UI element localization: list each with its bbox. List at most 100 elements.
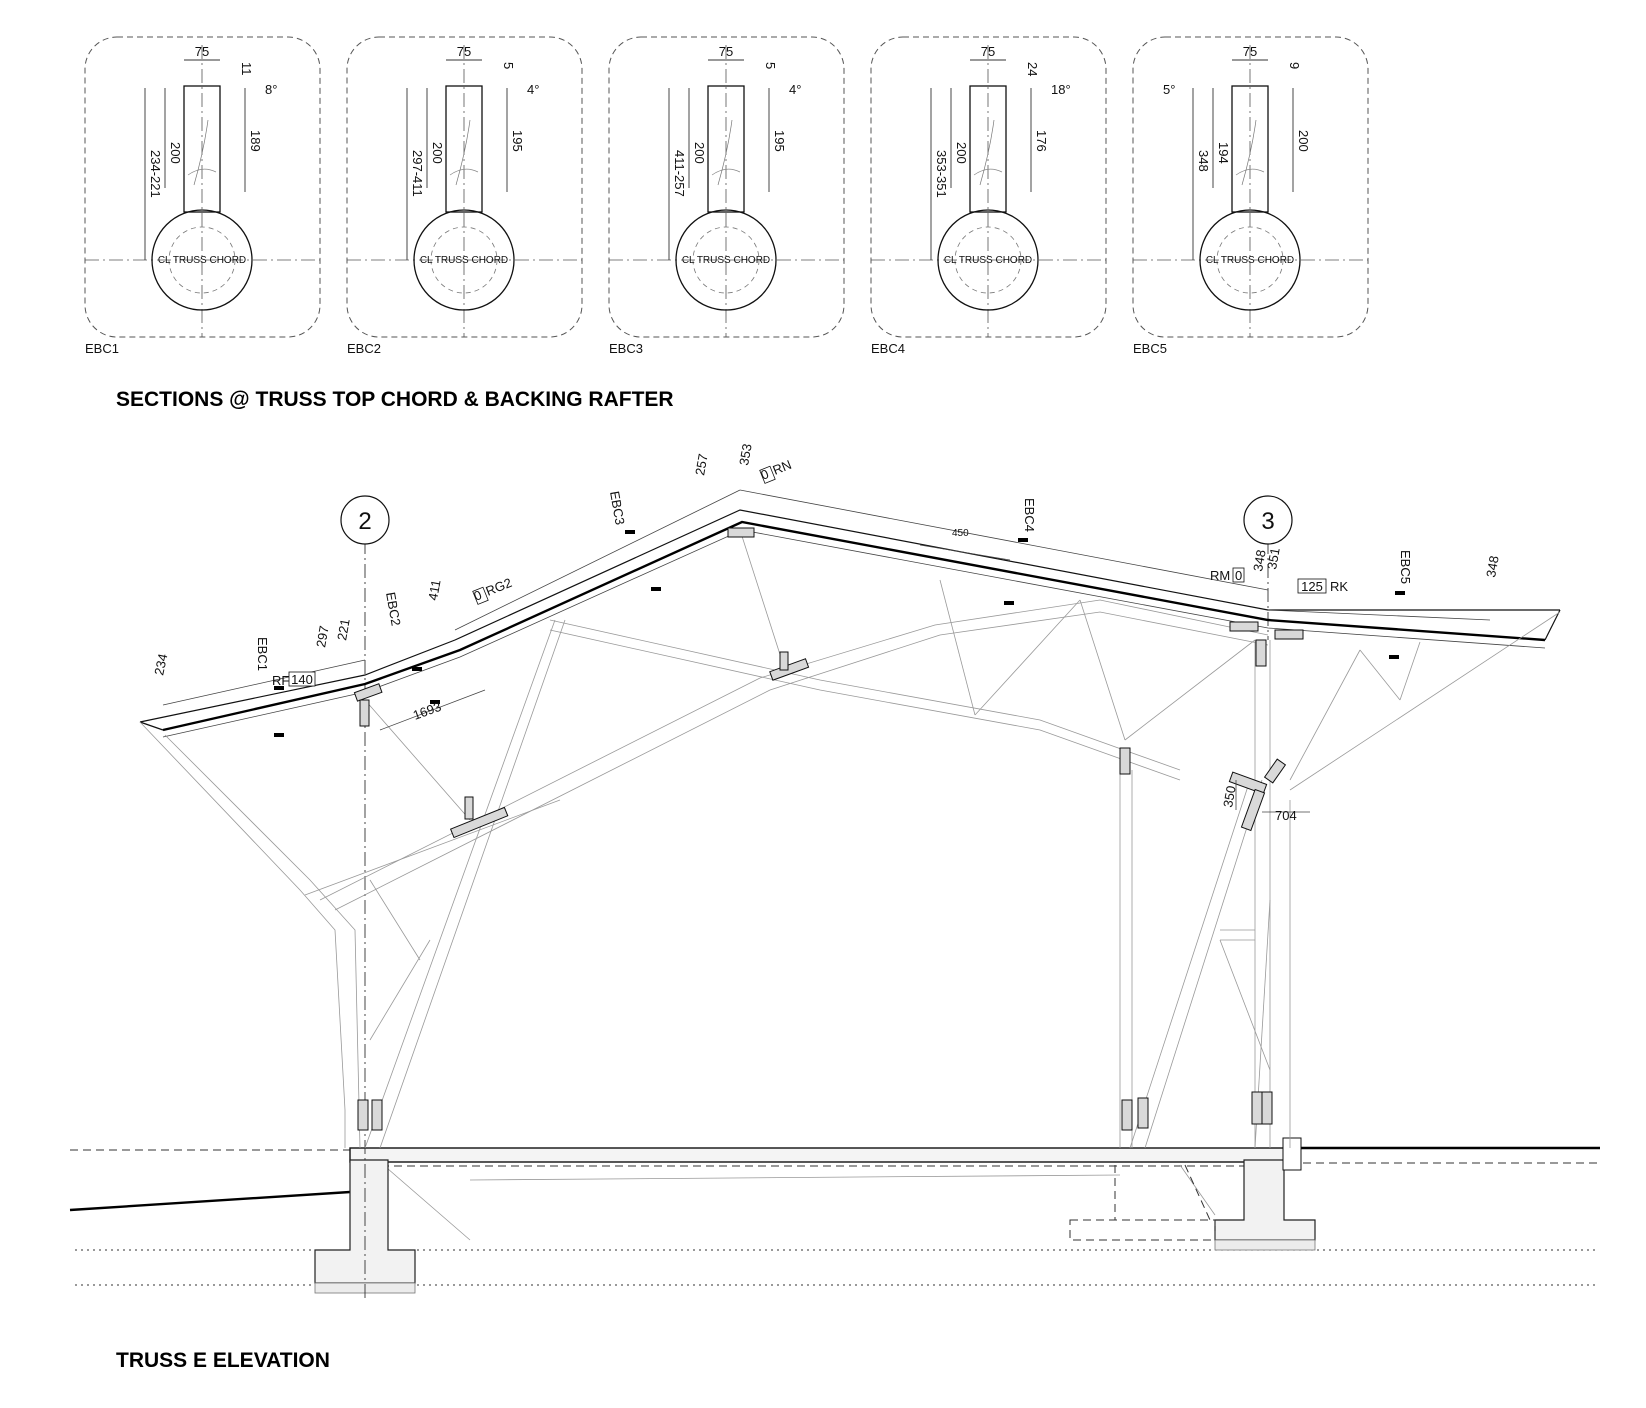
section-center-label: CL TRUSS CHORD: [682, 255, 770, 266]
gusset-low-1: [449, 806, 509, 839]
slab-joist: [469, 1174, 1121, 1181]
member-rk-value: 125: [1301, 579, 1323, 594]
section-angle: 4°: [789, 82, 801, 97]
cut-label-ebc4: EBC4: [1022, 498, 1037, 532]
section-width: 75: [1243, 44, 1257, 59]
backing-rafter: [707, 85, 745, 213]
cut-label-ebc1: EBC1: [255, 637, 270, 671]
web-7: [1289, 649, 1361, 781]
bottom-chord-outer: [319, 599, 1269, 901]
elevation-heading: TRUSS E ELEVATION: [116, 1349, 330, 1372]
grain-mark-2: [973, 168, 1003, 176]
base-shoe-2: [371, 1099, 383, 1131]
grain-mark: [979, 119, 995, 186]
cut-label-ebc2: EBC2: [383, 591, 404, 627]
member-rf-value: 140: [291, 672, 313, 687]
member-rk-box: [1297, 578, 1327, 594]
backing-rafter: [183, 85, 221, 213]
section-width: 75: [195, 44, 209, 59]
footing-dashed-outline: [1069, 1219, 1216, 1241]
top-chord-line: [162, 520, 1546, 732]
web-4: [974, 599, 1081, 716]
dim-line-rn: [739, 489, 1269, 591]
lower-chord-inner: [549, 629, 1181, 781]
lower-chord-outer: [549, 619, 1181, 771]
label-411: 411: [425, 578, 443, 601]
section-right-dim: 189: [248, 130, 263, 152]
section-outer-dim: 353-351: [934, 150, 949, 198]
section-outer-dim: 348: [1196, 150, 1211, 172]
left-outrigger-outer: [139, 721, 346, 1148]
gusset-low-1-stem: [464, 796, 474, 820]
section-id: EBC4: [871, 341, 905, 356]
grain-mark-2: [187, 168, 217, 176]
truss-elevation: 2 3: [69, 443, 1600, 1300]
section-top-dim: 9: [1287, 62, 1302, 69]
grain-mark: [193, 119, 209, 186]
gusset-grid2: [353, 683, 383, 702]
truss-chord-circle: [413, 209, 515, 311]
top-chord-line-inner: [162, 529, 1546, 738]
gusset-grid3-a: [1229, 621, 1259, 632]
roof-line-top: [139, 509, 1560, 723]
gusset-apex: [727, 527, 755, 538]
label-704: 704: [1275, 808, 1297, 823]
truss-chord-inner: [1216, 226, 1284, 294]
member-rm: RM: [1210, 568, 1230, 583]
slab-brace-r: [1179, 1164, 1216, 1216]
label-221: 221: [334, 618, 353, 642]
rake-col-right-b: [1144, 779, 1263, 1149]
label-1693: 1693: [411, 699, 443, 723]
backing-rafter: [445, 85, 483, 213]
base-shoe-4: [1137, 1097, 1149, 1129]
slab-brace-l: [379, 1161, 471, 1241]
web-6: [1124, 639, 1256, 741]
footing-right: [1214, 1159, 1316, 1241]
sections-heading: SECTIONS @ TRUSS TOP CHORD & BACKING RAF…: [116, 388, 674, 411]
gusset-grid3-b: [1274, 629, 1304, 640]
web-9: [1399, 641, 1421, 701]
web-13: [1219, 939, 1271, 1071]
dim-line-1693: [379, 689, 486, 731]
grid-label-2: 2: [358, 508, 371, 535]
section-right-dim: 200: [1296, 130, 1311, 152]
member-rg2: RG2: [484, 575, 514, 599]
section-top-dim: 11: [239, 62, 254, 76]
section-id: EBC5: [1133, 341, 1167, 356]
section-top-dim: 24: [1025, 62, 1040, 76]
section-inner-dim: 200: [692, 142, 707, 164]
gusset-grid3-v: [1255, 639, 1267, 667]
grid-label-3: 3: [1261, 508, 1274, 535]
truss-chord-inner: [430, 226, 498, 294]
label-348a: 348: [1250, 549, 1269, 573]
section-inner-dim: 200: [954, 142, 969, 164]
section-outer-dim: 411-257: [672, 150, 687, 197]
web-8: [1359, 649, 1401, 701]
floor-slab: [349, 1147, 1286, 1163]
label-450: 450: [952, 528, 969, 539]
label-353: 353: [736, 443, 755, 467]
base-shoe-5: [1251, 1091, 1263, 1125]
right-outrigger: [1289, 611, 1561, 791]
member-rg2-box: [472, 586, 489, 605]
gusset-knee-b: [1240, 788, 1266, 832]
section-right-dim: 195: [772, 130, 787, 152]
cut-markers: [274, 530, 1405, 737]
label-257: 257: [692, 453, 711, 477]
section-id: EBC1: [85, 341, 119, 356]
truss-chord-inner: [954, 226, 1022, 294]
gusset-mid-1: [769, 658, 810, 681]
gusset-grid2-v: [359, 699, 370, 727]
grid-bubble-3: [1243, 495, 1293, 545]
section-center-label: CL TRUSS CHORD: [1206, 255, 1294, 266]
section-width: 75: [719, 44, 733, 59]
base-shoe-3: [1121, 1099, 1133, 1131]
label-350: 350: [1220, 785, 1239, 809]
section-outer-dim: 234-221: [148, 150, 163, 198]
rake-col-right-a: [1129, 779, 1251, 1149]
web-2: [739, 529, 786, 671]
base-shoe-6: [1261, 1091, 1273, 1125]
